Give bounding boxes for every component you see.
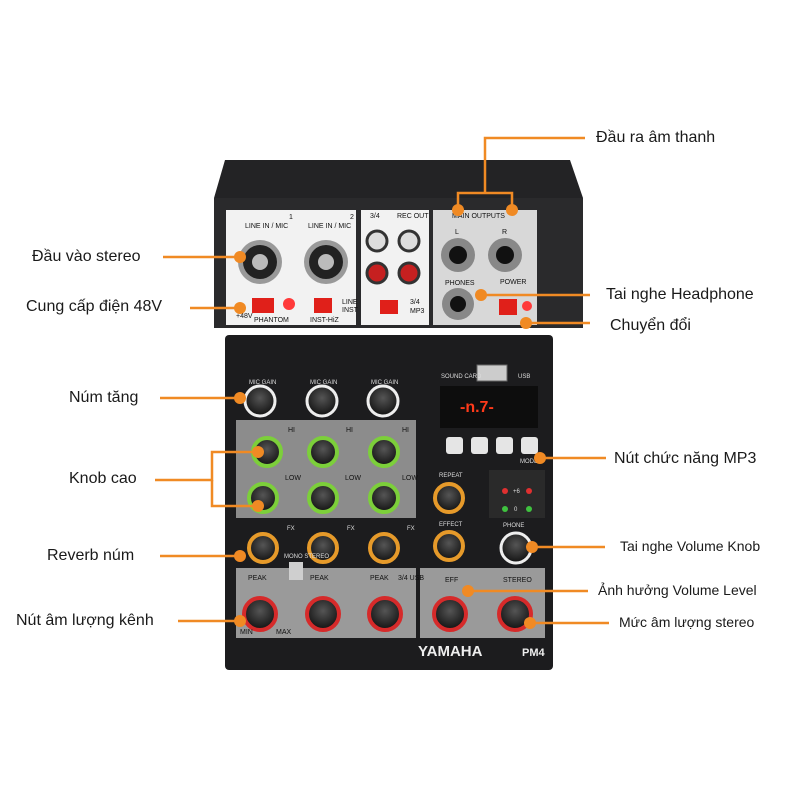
power-button[interactable] <box>499 299 517 315</box>
panel-mic-gain-2: MIC GAIN <box>310 380 337 386</box>
gain-knobs[interactable] <box>243 384 400 418</box>
panel-low-1: LOW <box>285 475 301 482</box>
panel-low-2: LOW <box>345 475 361 482</box>
callout-headphone: Tai nghe Headphone <box>606 286 754 303</box>
callout-effect-level: Ảnh hưởng Volume Level <box>598 582 757 598</box>
volume-knobs[interactable] <box>242 596 533 632</box>
xlr-input-1[interactable] <box>238 240 282 284</box>
main-output-jacks[interactable] <box>441 238 522 272</box>
panel-max: MAX <box>276 629 292 636</box>
xlr-input-2[interactable] <box>304 240 348 284</box>
panel-hi-2: HI <box>346 427 353 434</box>
panel-mic-gain-1: MIC GAIN <box>249 380 276 386</box>
panel-phantom: PHANTOM <box>254 317 289 324</box>
panel-power: POWER <box>500 279 526 286</box>
panel-effect: EFFECT <box>439 522 463 528</box>
callout-dots <box>234 204 546 629</box>
mp3-display <box>440 386 538 428</box>
panel-line-in-mic-1: LINE IN / MIC <box>245 223 288 230</box>
callout-phantom: Cung cấp điện 48V <box>26 298 163 315</box>
callout-knob-high: Knob cao <box>69 470 137 487</box>
fx-knobs[interactable] <box>247 482 465 564</box>
inst-hiz-button[interactable] <box>314 298 332 313</box>
callout-lines <box>155 136 609 625</box>
panel-ch34-usb: 3/4 USB <box>398 575 424 582</box>
brand-logo: YAMAHA <box>418 643 483 660</box>
panel-fx-1: FX <box>287 526 295 532</box>
callout-reverb: Reverb núm <box>47 547 135 564</box>
panel-r: R <box>502 229 507 236</box>
panel-sound-card: SOUND CARD <box>441 374 482 380</box>
callout-gain: Núm tăng <box>69 389 139 406</box>
panel-l: L <box>455 229 459 236</box>
callout-phone-volume: Tai nghe Volume Knob <box>620 538 761 554</box>
panel-line-in-mic-2: LINE IN / MIC <box>308 223 351 230</box>
panel-repeat: REPEAT <box>439 473 463 479</box>
panel-mic-gain-3: MIC GAIN <box>371 380 398 386</box>
panel-hi-1: HI <box>288 427 295 434</box>
mp3-display-readout: -n.7- <box>460 399 494 416</box>
panel-line: LINE <box>342 299 358 306</box>
panel-plus6: +6 <box>513 489 521 495</box>
panel-fx-3: FX <box>407 526 415 532</box>
panel-ch2: 2 <box>350 214 354 221</box>
callout-stereo-input: Đầu vào stereo <box>32 248 141 265</box>
eq-knobs[interactable] <box>247 436 400 514</box>
usb-port[interactable] <box>476 364 508 382</box>
level-leds <box>502 488 532 512</box>
panel-mp3: MP3 <box>410 308 425 315</box>
panel-stereo: STEREO <box>503 577 532 584</box>
mono-stereo-switch[interactable] <box>289 562 303 580</box>
panel-plus48v: +48V <box>236 313 253 320</box>
callout-stereo-volume: Mức âm lượng stereo <box>619 614 755 630</box>
panel-mono-stereo: MONO STEREO <box>284 554 329 560</box>
rca-jacks[interactable] <box>365 229 421 285</box>
callout-switch: Chuyển đổi <box>610 317 691 334</box>
panel-zero: 0 <box>514 507 518 513</box>
panel-rec-out: REC OUT <box>397 213 429 220</box>
panel-mode: MODE <box>520 459 538 465</box>
panel-hi-3: HI <box>402 427 409 434</box>
mp3-buttons[interactable] <box>446 437 538 454</box>
panel-min: MIN <box>240 629 253 636</box>
panel-eff: EFF <box>445 577 458 584</box>
panel-peak-3: PEAK <box>370 575 389 582</box>
phantom-button[interactable] <box>252 298 274 313</box>
phones-jack[interactable] <box>442 288 474 320</box>
panel-peak-1: PEAK <box>248 575 267 582</box>
panel-ch1: 1 <box>289 214 293 221</box>
panel-ch34-mp3: 3/4 <box>410 299 420 306</box>
callout-channel-volume: Nút âm lượng kênh <box>16 612 154 629</box>
panel-usb: USB <box>518 374 530 380</box>
panel-phone: PHONE <box>503 523 524 529</box>
panel-ch34-top: 3/4 <box>370 213 380 220</box>
callout-main-output: Đầu ra âm thanh <box>596 129 716 146</box>
panel-inst: INST <box>342 307 359 314</box>
panel-fx-2: FX <box>347 526 355 532</box>
phantom-led <box>283 298 295 310</box>
model-name: PM4 <box>522 647 546 659</box>
panel-inst-hiz: INST-HiZ <box>310 317 340 324</box>
panel-main-outputs: MAIN OUTPUTS <box>452 213 505 220</box>
panel-peak-2: PEAK <box>310 575 329 582</box>
panel-low-3: LOW <box>402 475 418 482</box>
mp3-switch[interactable] <box>380 300 398 314</box>
power-led <box>522 301 532 311</box>
panel-phones: PHONES <box>445 280 475 287</box>
callout-mp3-buttons: Nút chức năng MP3 <box>614 450 757 467</box>
